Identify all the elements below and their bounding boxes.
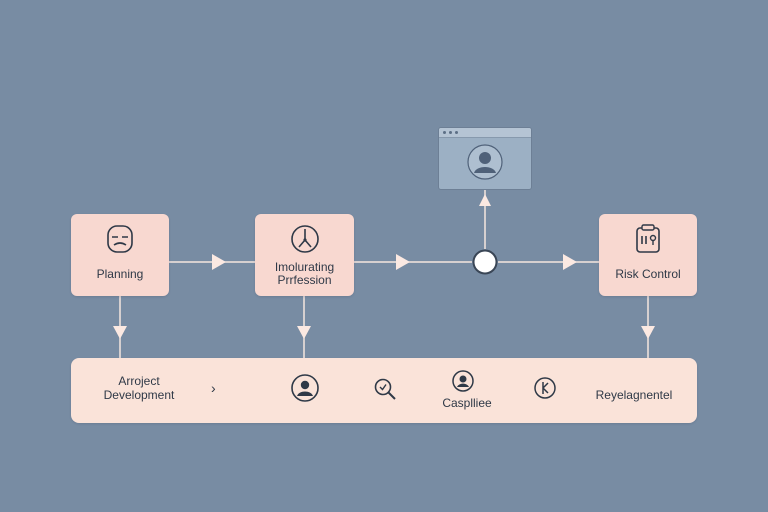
window-dot [449, 131, 452, 134]
arrow-head-right-1 [212, 254, 226, 270]
window-titlebar [439, 128, 531, 138]
arrow-head-right-2 [396, 254, 410, 270]
arrow-head-down-1 [113, 326, 127, 339]
user-small-icon[interactable] [451, 369, 475, 393]
arrow-head-down-3 [641, 326, 655, 339]
chevron-right-icon: › [211, 380, 216, 396]
user-avatar-icon [467, 144, 503, 180]
arrow-head-down-2 [297, 326, 311, 339]
face-mask-icon [107, 225, 133, 253]
bar-label-project-line1: Arroject [118, 374, 160, 388]
node-evaluating[interactable]: Imolurating Prrfession [255, 214, 354, 296]
bar-label-project-line2: Development [103, 388, 175, 402]
window-dot [443, 131, 446, 134]
arrow-head-up [479, 194, 491, 206]
node-planning-label: Planning [96, 267, 144, 281]
bar-label-project: Arroject Development [99, 374, 179, 402]
window-card [438, 127, 532, 190]
bar-label-compliance: Casplliee [442, 396, 492, 410]
clock-icon [290, 225, 319, 253]
clipboard-icon [636, 224, 660, 253]
node-evaluating-label: Imolurating Prrfession [275, 261, 334, 287]
window-dot [455, 131, 458, 134]
bottom-bar: Arroject Development › Casplliee Reyelag… [71, 358, 697, 423]
search-icon[interactable] [371, 375, 399, 403]
node-planning[interactable]: Planning [71, 214, 169, 296]
node-evaluating-label-line1: Imolurating [274, 260, 335, 274]
user-circle-icon[interactable] [290, 373, 320, 403]
node-evaluating-label-line2: Prrfession [277, 273, 332, 287]
arrow-head-right-3 [563, 254, 577, 270]
junction-node [472, 249, 498, 275]
badge-icon[interactable] [533, 376, 557, 400]
node-risk-control-label: Risk Control [615, 267, 681, 281]
bar-label-replacement: Reyelagnentel [595, 388, 673, 402]
node-risk-control[interactable]: Risk Control [599, 214, 697, 296]
